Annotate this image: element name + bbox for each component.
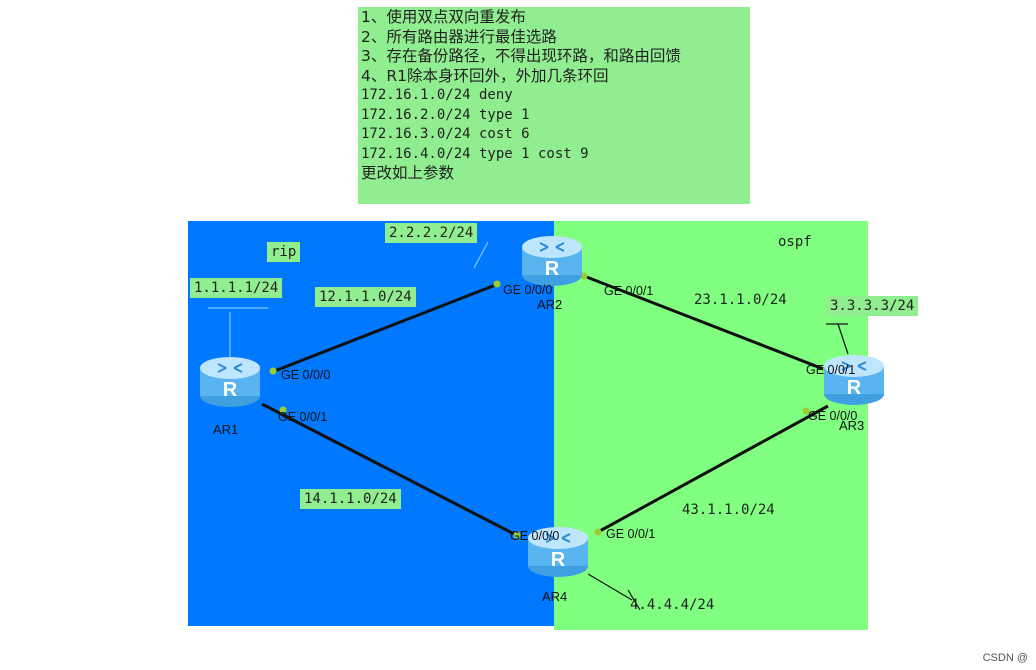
- watermark: CSDN @: [982, 652, 1028, 664]
- port-ar1-ge001: GE 0/0/1: [278, 410, 328, 424]
- port-dot: [513, 531, 521, 539]
- router-icon[interactable]: R: [198, 352, 262, 408]
- loopback-stub-ar4-bar: [627, 589, 641, 611]
- router-name-ar2: AR2: [537, 297, 563, 312]
- link-ar2-ar3: [583, 274, 827, 372]
- note-line: 3、存在备份路径，不得出现环路，和路由回馈: [361, 47, 681, 65]
- router-icon[interactable]: R: [526, 522, 590, 578]
- svg-text:R: R: [551, 549, 566, 571]
- port-dot: [802, 407, 810, 415]
- port-dot: [580, 272, 588, 280]
- link-label-ar2-ar3: 23.1.1.0/24: [694, 292, 787, 308]
- port-ar3-ge001: GE 0/0/1: [806, 363, 856, 377]
- port-dot: [594, 528, 602, 536]
- port-dot: [493, 280, 501, 288]
- port-dot: [269, 367, 277, 375]
- ospf-area: [554, 221, 868, 630]
- route-line: 172.16.3.0/24 cost 6: [361, 126, 530, 142]
- port-ar2-ge001: GE 0/0/1: [604, 284, 654, 298]
- svg-text:R: R: [223, 379, 238, 401]
- port-ar4-ge000: GE 0/0/0: [510, 529, 560, 543]
- loopback-stub-ar3: [837, 323, 849, 355]
- router-icon[interactable]: R: [520, 231, 584, 287]
- link-ar1-ar2: [271, 282, 499, 374]
- router-name-ar1: AR1: [213, 422, 239, 437]
- router-name-ar3: AR3: [839, 418, 865, 433]
- route-line: 172.16.4.0/24 type 1 cost 9: [361, 145, 589, 162]
- route-line: 172.16.2.0/24 type 1: [361, 106, 530, 123]
- loopback-ar2: 2.2.2.2/24: [385, 223, 478, 243]
- link-ar1-ar4: [261, 402, 519, 538]
- port-ar1-ge000: GE 0/0/0: [281, 368, 331, 382]
- svg-text:R: R: [847, 377, 862, 399]
- port-ar2-ge000: GE 0/0/0: [503, 283, 553, 297]
- link-ar4-ar3: [597, 404, 829, 534]
- loopback-stub-ar2: [473, 241, 489, 269]
- loopback-stub-ar4: [587, 573, 633, 601]
- router-name-ar4: AR4: [542, 589, 568, 604]
- port-ar3-ge000: GE 0/0/0: [808, 409, 858, 423]
- link-label-ar1-ar2: 12.1.1.0/24: [315, 287, 416, 307]
- port-dot: [279, 406, 287, 414]
- note-line: 2、所有路由器进行最佳选路: [361, 27, 557, 46]
- port-ar4-ge001: GE 0/0/1: [606, 527, 656, 541]
- route-line: 172.16.1.0/24 deny: [361, 87, 513, 103]
- router-icon[interactable]: R: [822, 350, 886, 406]
- rip-area-label: rip: [267, 242, 301, 262]
- ospf-area-label: ospf: [778, 234, 812, 250]
- link-label-ar1-ar4: 14.1.1.0/24: [300, 489, 401, 509]
- svg-text:R: R: [545, 258, 560, 280]
- loopback-ar4: 4.4.4.4/24: [630, 597, 715, 613]
- loopback-ar3: 3.3.3.3/24: [826, 296, 919, 316]
- notes-footer: 更改如上参数: [361, 164, 455, 182]
- link-label-ar4-ar3: 43.1.1.0/24: [682, 502, 775, 518]
- note-line: 4、R1除本身环回外，外加几条环回: [361, 66, 609, 85]
- notes-box: 1、使用双点双向重发布 2、所有路由器进行最佳选路 3、存在备份路径，不得出现环…: [358, 7, 750, 204]
- note-line: 1、使用双点双向重发布: [361, 8, 526, 26]
- loopback-ar1: 1.1.1.1/24: [190, 278, 283, 298]
